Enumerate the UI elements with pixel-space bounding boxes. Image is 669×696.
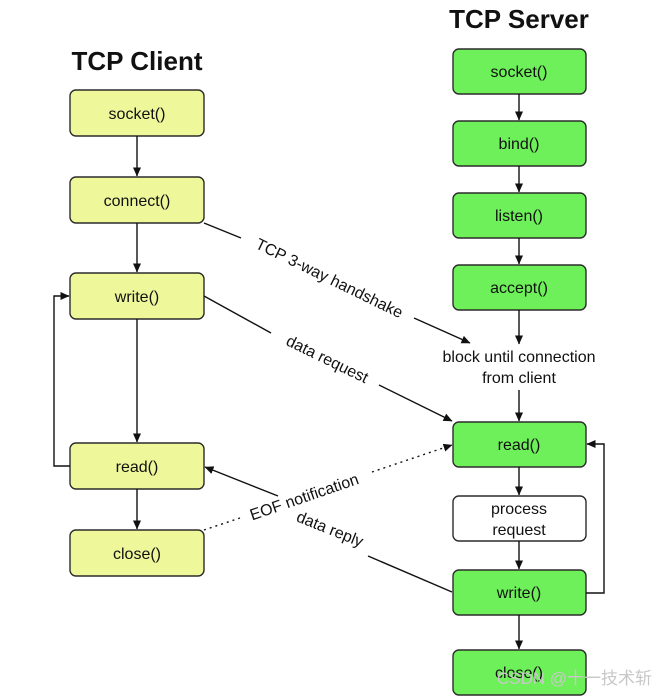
server-process-label-line2: request [492,522,546,539]
data-request-label: data request [283,333,371,388]
data-request-arrow-end [378,384,453,422]
eof-arrow-end [371,443,453,473]
server-bind-label: bind() [499,136,540,153]
client-write-label: write() [114,289,159,306]
client-connect-node: connect() [69,176,205,224]
server-listen-node: listen() [452,192,587,239]
server-write-loop-arrow [586,440,605,594]
server-process-node: process request [452,495,587,542]
server-bind-node: bind() [452,120,587,167]
handshake-label: TCP 3-way handshake [253,236,406,322]
server-read-label: read() [498,437,541,454]
block-note-line1: block until connection [443,349,596,366]
server-write-node: write() [452,569,587,616]
server-write-label: write() [496,585,541,602]
client-connect-label: connect() [104,193,171,210]
block-note-line2: from client [482,370,556,387]
server-accept-node: accept() [452,264,587,311]
watermark-text: CSDN @十一技术斩 [497,669,652,688]
server-read-node: read() [452,421,587,468]
client-title: TCP Client [72,46,203,76]
server-process-label-line1: process [491,501,547,518]
client-read-loop-arrow [53,292,70,467]
handshake-arrow-start [203,222,242,239]
eof-arrow-start [203,517,241,531]
client-socket-label: socket() [109,106,166,123]
server-listen-label: listen() [495,208,543,225]
server-close-node: close() [452,649,587,696]
server-accept-label: accept() [490,280,548,297]
server-close-label: close() [495,665,543,682]
data-reply-label: data reply [294,509,366,551]
data-reply-arrow-start [367,555,453,593]
handshake-arrow-end [413,317,471,344]
data-reply-arrow-end [204,466,279,497]
client-read-node: read() [69,442,205,490]
client-write-node: write() [69,272,205,320]
server-socket-label: socket() [491,64,548,81]
server-socket-node: socket() [452,48,587,95]
client-close-node: close() [69,529,205,577]
data-request-arrow-start [203,295,272,334]
client-socket-node: socket() [69,89,205,137]
client-read-label: read() [116,459,159,476]
server-title: TCP Server [449,4,589,34]
client-close-label: close() [113,546,161,563]
